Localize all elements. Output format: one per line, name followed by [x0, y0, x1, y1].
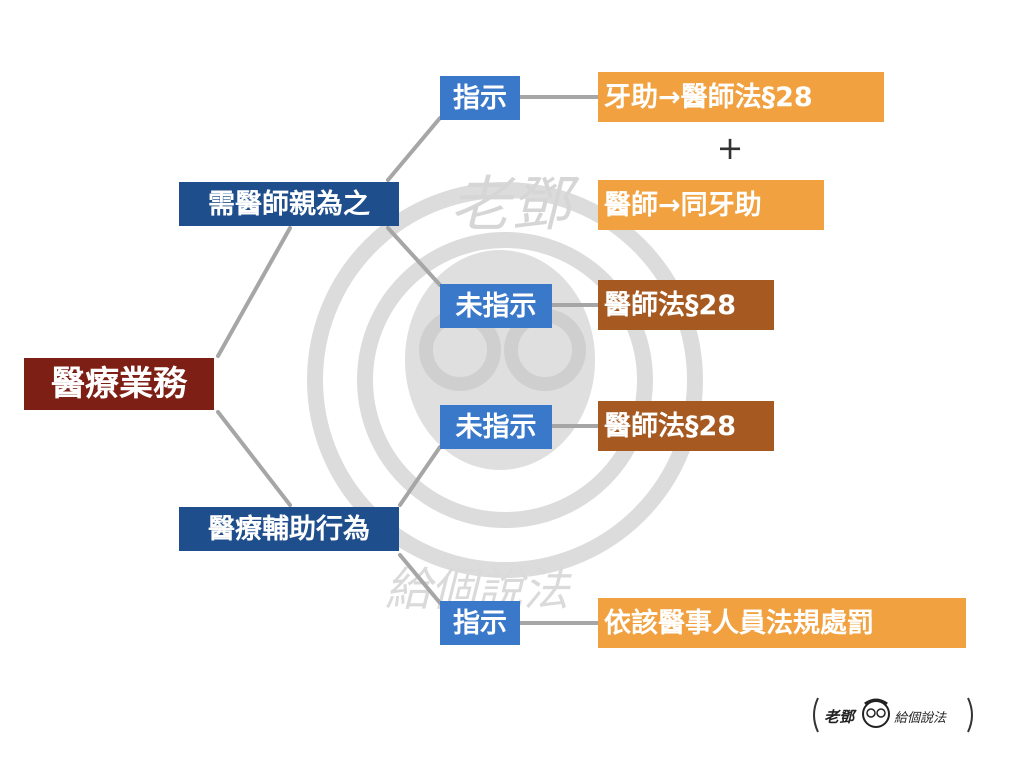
result-assistant-law-28: 牙助→醫師法§28: [598, 72, 884, 122]
node-medical-assist: 醫療輔助行為: [179, 507, 399, 551]
connector-root-physician: [216, 226, 292, 358]
result-physician-law-28-b: 醫師法§28: [598, 401, 774, 451]
node-root: 醫療業務: [24, 358, 214, 410]
connector-physician-undirected: [386, 226, 442, 287]
node-physician-directed: 指示: [440, 76, 520, 120]
result-physician-same: 醫師→同牙助: [598, 180, 824, 230]
node-physician-undirected: 未指示: [440, 284, 552, 328]
connector-root-assist: [216, 410, 292, 507]
node-assist-directed: 指示: [440, 601, 520, 645]
logo: 老鄧 給個說法: [813, 697, 973, 733]
plus-sign: +: [716, 129, 744, 167]
connector-physician-directed: [386, 116, 442, 182]
node-assist-undirected: 未指示: [440, 405, 552, 449]
node-physician-personally: 需醫師親為之: [179, 182, 399, 226]
logo-paren-right: [967, 697, 973, 733]
result-medical-personnel-law: 依該醫事人員法規處罰: [598, 598, 966, 648]
connector-assist-directed: [398, 553, 442, 605]
logo-text-right: 給個說法: [894, 711, 947, 726]
logo-text-left: 老鄧: [824, 708, 857, 726]
logo-face-icon: [862, 698, 890, 728]
logo-paren-left: [813, 697, 819, 733]
result-physician-law-28-a: 醫師法§28: [598, 280, 774, 330]
connector-assist-undirected: [398, 445, 442, 507]
